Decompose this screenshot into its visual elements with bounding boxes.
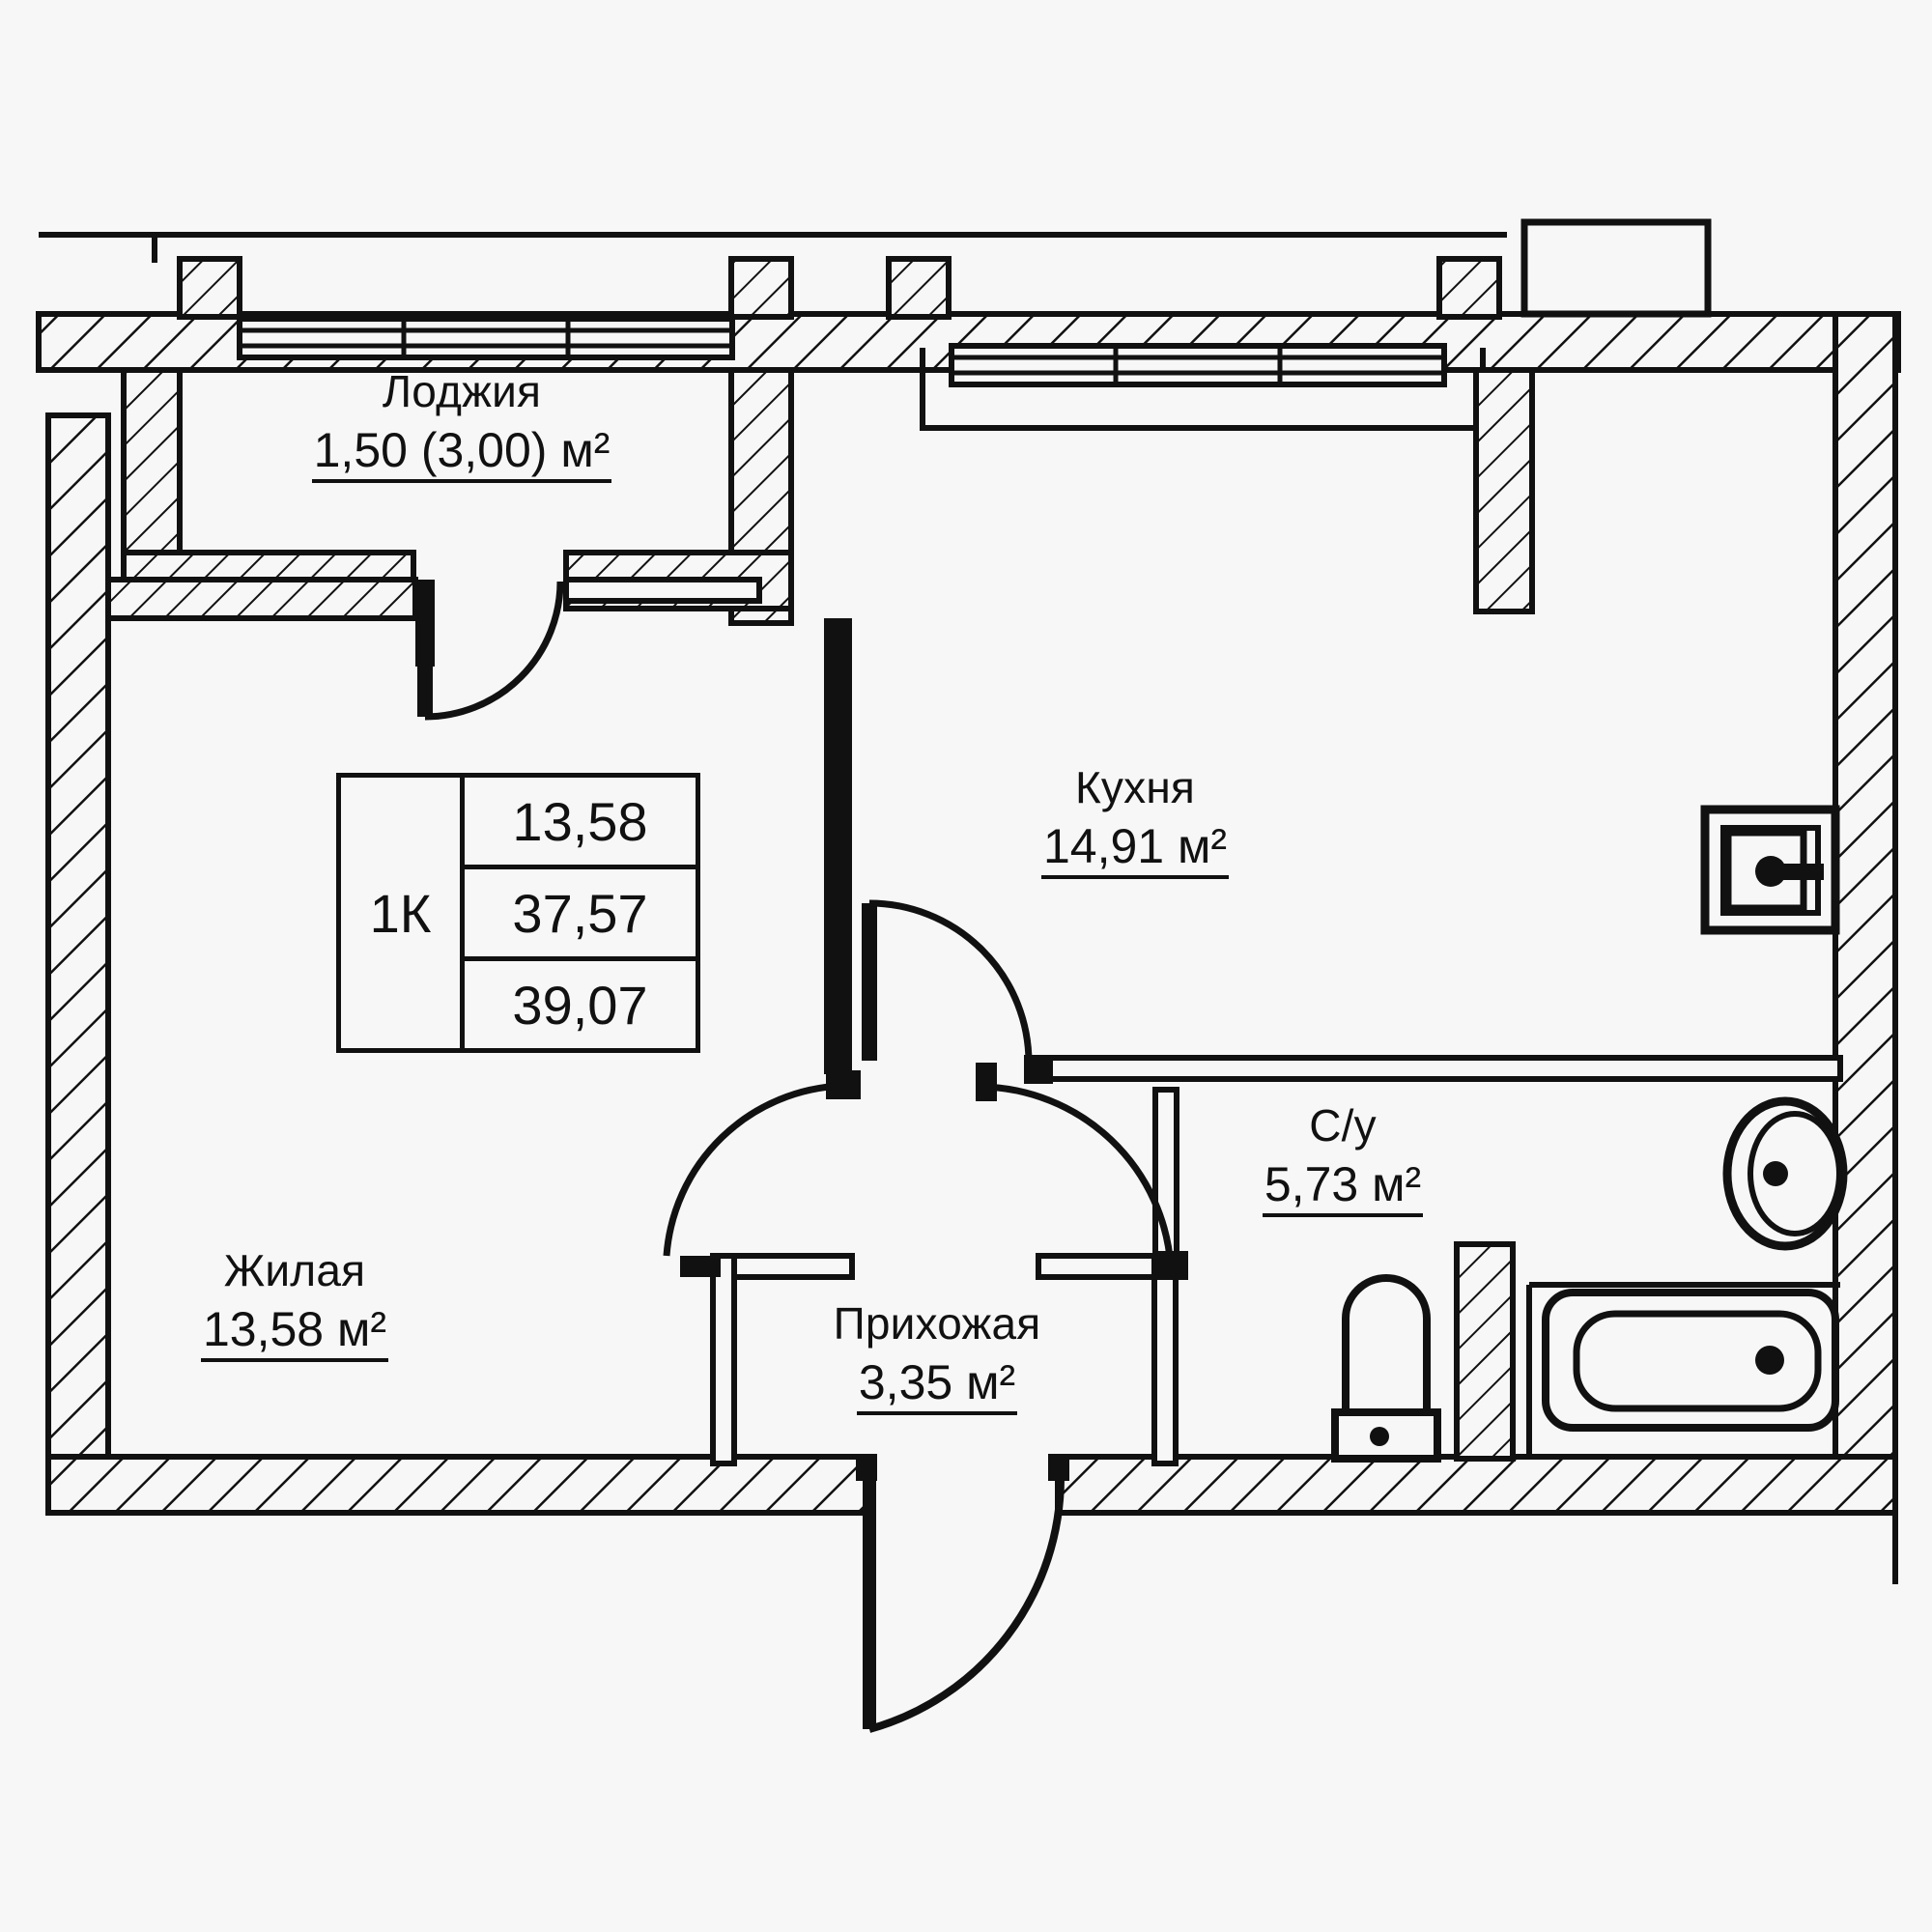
outer-shell [45, 311, 1898, 1584]
living-room-door [663, 1070, 861, 1277]
wash-basin [1722, 1096, 1848, 1251]
room-area-loggia: 1,50 (3,00) м² [311, 423, 612, 483]
entrance-door [856, 1454, 1069, 1733]
room-area-hall: 3,35 м² [856, 1355, 1018, 1415]
room-area-living: 13,58 м² [200, 1302, 389, 1362]
apartment-info-table: 1К 13,58 37,57 39,07 [336, 773, 700, 1053]
room-name-hall: Прихожая [833, 1298, 1041, 1349]
bathroom-door [976, 1063, 1188, 1280]
room-name-living: Жилая [223, 1245, 366, 1295]
wall-structure [36, 218, 1901, 1733]
bathroom-door-swing [980, 1083, 1175, 1268]
kitchen-door-swing [868, 899, 1033, 1064]
living-hall-partition [824, 618, 852, 1074]
room-area-kitchen: 14,91 м² [1040, 819, 1230, 879]
loggia-door-swing [424, 581, 564, 721]
area-total-value: 39,07 [465, 956, 696, 1048]
toilet [1331, 1274, 1441, 1463]
entrance-door-swing [867, 1477, 1065, 1733]
hallway-walls [710, 1053, 1179, 1466]
room-label-loggia: Лоджия 1,50 (3,00) м² [244, 366, 679, 483]
loggia-outer-band [39, 232, 1507, 263]
kitchen-window [949, 343, 1447, 387]
kitchen-bath-partition [1036, 1055, 1843, 1082]
room-label-living: Жилая 13,58 м² [126, 1245, 464, 1362]
bath-partition-pier [1454, 1241, 1516, 1462]
living-room-door-swing [663, 1082, 843, 1257]
room-label-hall: Прихожая 3,35 м² [768, 1298, 1106, 1415]
rooms-count-cell: 1К [341, 778, 465, 1048]
areas-values-column: 13,58 37,57 39,07 [465, 778, 696, 1048]
kitchen-right-pier [1473, 367, 1535, 614]
room-name-loggia: Лоджия [382, 366, 542, 416]
kitchen-door [862, 899, 1053, 1084]
area-without-loggia-value: 37,57 [465, 865, 696, 956]
bathtub [1526, 1282, 1840, 1454]
room-area-bathroom: 5,73 м² [1262, 1157, 1424, 1217]
loggia-piers [177, 256, 1502, 320]
roof-element-outline [1520, 218, 1712, 318]
bathtub-drain [1755, 1346, 1784, 1375]
area-living-value: 13,58 [512, 790, 648, 852]
room-name-kitchen: Кухня [1074, 762, 1196, 812]
room-label-bathroom: С/у 5,73 м² [1198, 1100, 1488, 1217]
loggia-window [237, 316, 735, 360]
loggia-wall-lower [105, 577, 762, 721]
room-label-kitchen: Кухня 14,91 м² [966, 762, 1304, 879]
room-name-bathroom: С/у [1309, 1100, 1377, 1151]
kitchen-sink [1700, 805, 1840, 935]
